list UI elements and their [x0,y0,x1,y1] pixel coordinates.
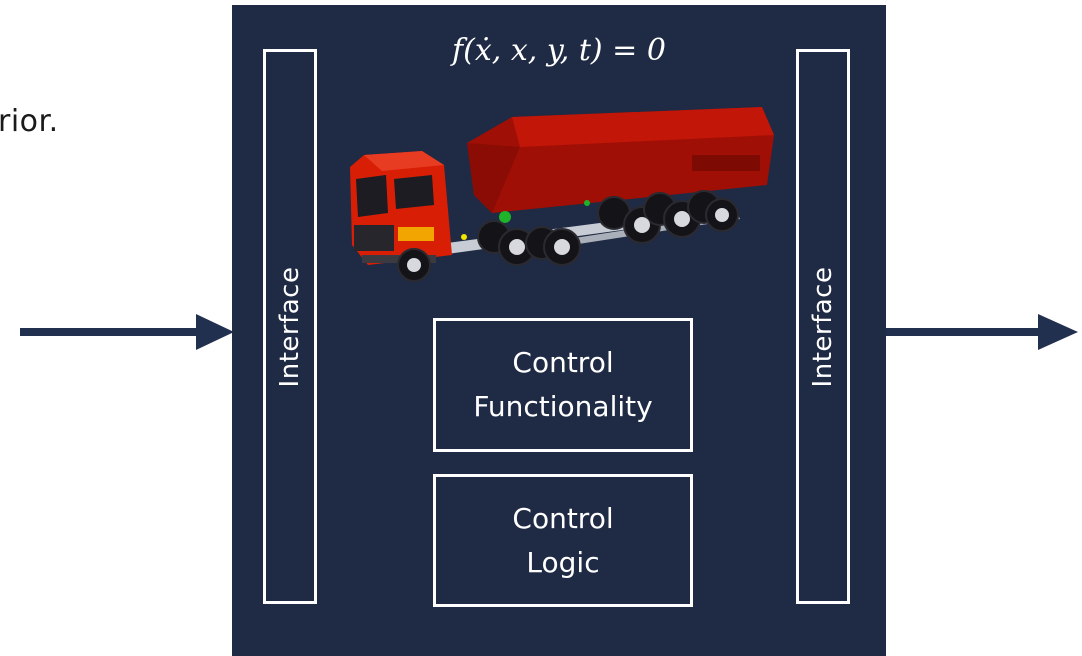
system-block: f(ẋ, x, y, t) = 0 Interface Interface [232,5,886,656]
control-logic-line2: Logic [526,545,600,579]
control-logic-line1: Control [512,501,614,535]
control-functionality-line2: Functionality [473,390,653,423]
control-functionality-line1: Control [512,346,614,379]
left-interface-box: Interface [263,49,317,604]
truck-trailer-illustration [350,107,774,282]
right-interface-box: Interface [796,49,850,604]
left-interface-label: Interface [275,266,305,387]
left-text-fragment: rior. [0,104,59,139]
right-interface-label: Interface [808,266,838,387]
control-functionality-box: Control Functionality [433,318,693,452]
system-equation: f(ẋ, x, y, t) = 0 [452,33,666,68]
output-arrow-icon [886,314,1078,350]
control-logic-box: Control Logic [433,474,693,607]
input-arrow-icon [20,314,234,350]
